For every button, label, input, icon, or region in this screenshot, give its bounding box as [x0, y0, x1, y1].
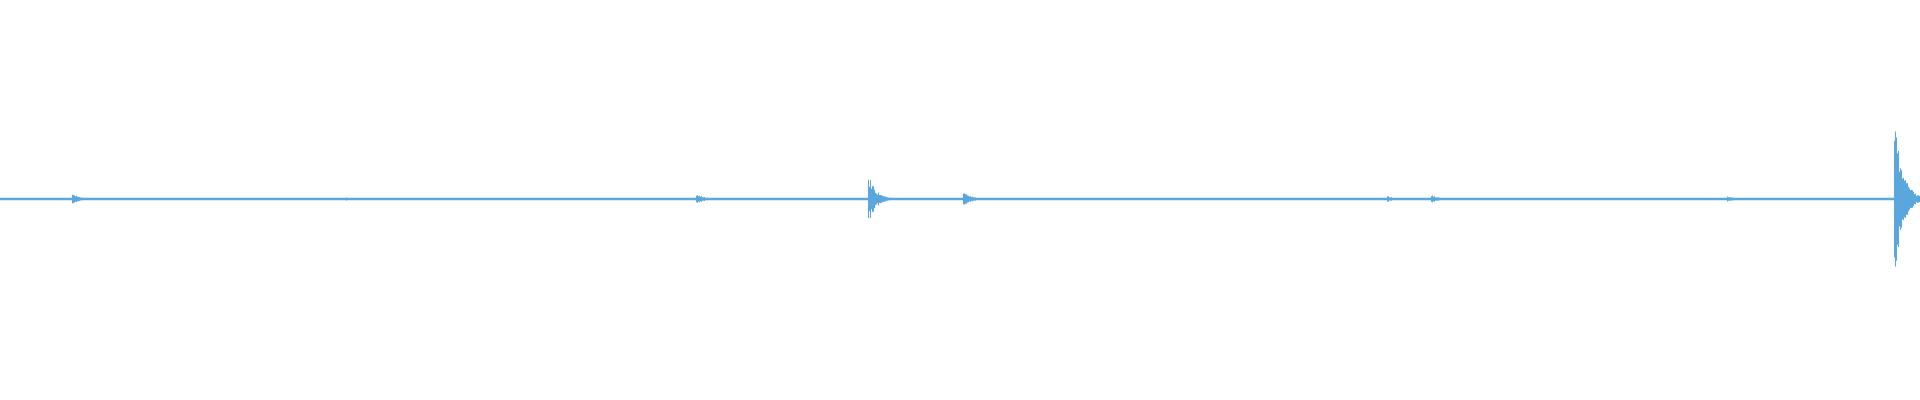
waveform-samples: [0, 131, 1920, 267]
waveform-path: [0, 131, 1920, 267]
